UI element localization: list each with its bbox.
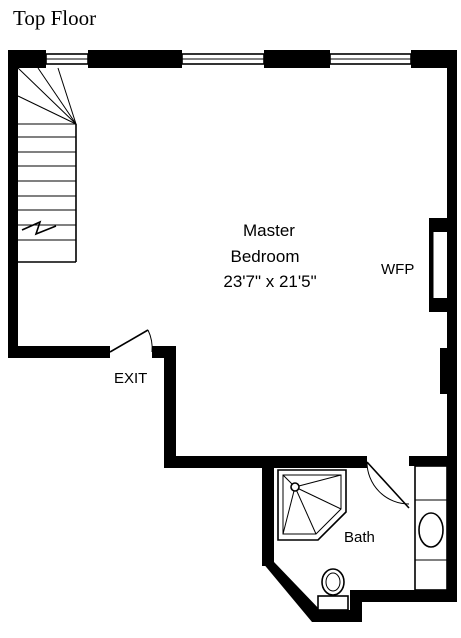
- shower: [277, 469, 347, 541]
- window: [45, 53, 89, 65]
- fireplace: [429, 218, 447, 312]
- master-bedroom-dimensions: 23'7" x 21'5": [223, 272, 316, 291]
- bath-door: [366, 461, 410, 509]
- master-bedroom-name-line2: Bedroom: [231, 247, 300, 266]
- right-wall-column: [440, 348, 447, 394]
- toilet: [317, 568, 349, 611]
- exterior-walls: [8, 50, 457, 622]
- top-windows: [45, 53, 412, 65]
- exit-label: EXIT: [114, 370, 147, 387]
- window: [181, 53, 265, 65]
- exit-door: [109, 329, 153, 353]
- master-bedroom-name-line1: Master: [243, 221, 295, 240]
- plan-title: Top Floor: [13, 6, 96, 30]
- fireplace-label: WFP: [381, 261, 414, 278]
- window: [329, 53, 412, 65]
- bath-label: Bath: [344, 529, 375, 546]
- vanity-sink: [414, 465, 448, 591]
- staircase: [17, 67, 77, 263]
